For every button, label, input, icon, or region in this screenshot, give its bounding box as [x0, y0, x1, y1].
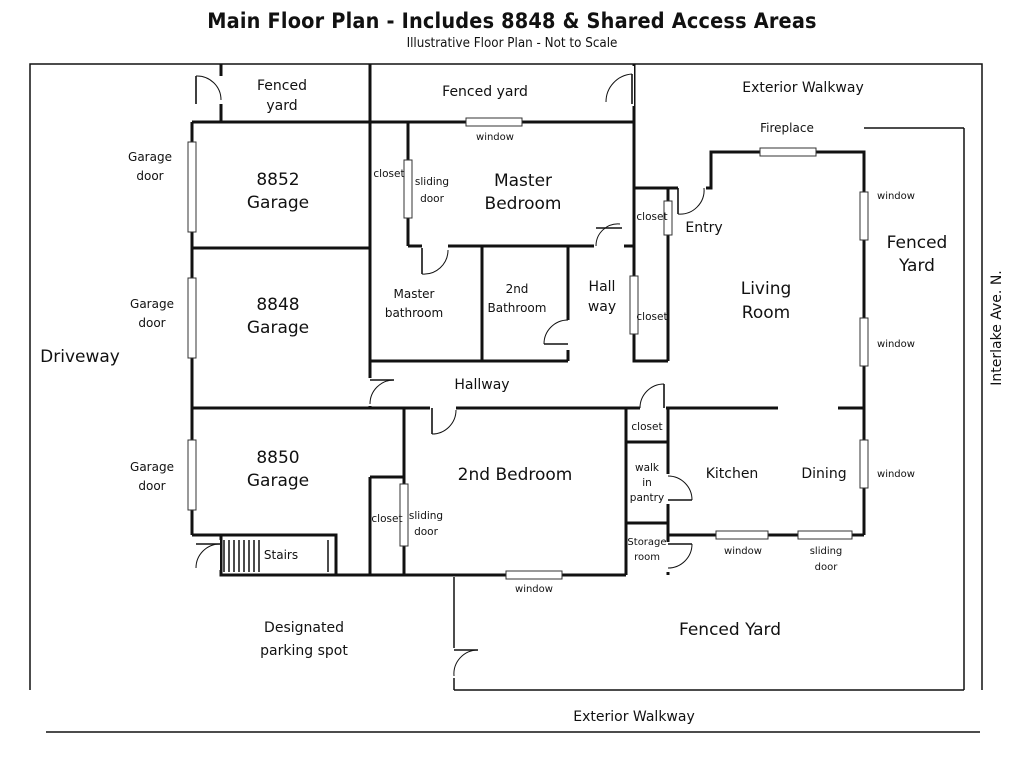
closet-entry-label: closet: [636, 211, 667, 223]
kitchen-label: Kitchen: [706, 466, 759, 482]
closet-hall-label: closet: [636, 311, 667, 323]
kitchen-window: [715, 530, 769, 540]
closet-master-label: closet: [373, 168, 404, 180]
right-window-2: [859, 317, 869, 367]
stairs-label: Stairs: [264, 548, 298, 562]
street-label: Interlake Ave. N.: [989, 270, 1005, 385]
doors: [194, 66, 706, 678]
bedroom-sliding-door: [399, 483, 409, 547]
window-right-2-label: window: [877, 339, 915, 350]
stairs-treads: [223, 540, 329, 572]
right-window-1: [859, 191, 869, 241]
driveway-label: Driveway: [40, 347, 120, 367]
bedroom-window: [505, 570, 563, 580]
hallway-label: Hallway: [454, 377, 509, 393]
fenced-yard-bottom-label: Fenced Yard: [679, 620, 781, 640]
master-window: [465, 117, 523, 127]
exterior-walkway-top-label: Exterior Walkway: [742, 80, 864, 96]
garage-door-8848-opening: [187, 277, 197, 359]
plan-subtitle: Illustrative Floor Plan - Not to Scale: [406, 36, 618, 51]
fenced-yard-top-label: Fenced yard: [442, 84, 528, 100]
title-block: Main Floor Plan - Includes 8848 & Shared…: [0, 6, 1024, 52]
master-window-label: window: [476, 132, 514, 143]
windows: [187, 117, 869, 580]
right-window-3: [859, 439, 869, 489]
entry-closet-sliding: [663, 200, 673, 236]
window-right-1-label: window: [877, 191, 915, 202]
hall-closet-sliding: [629, 275, 639, 335]
entry-label: Entry: [685, 220, 722, 236]
master-sliding-door: [403, 159, 413, 219]
window-bedroom-label: window: [515, 584, 553, 595]
window-kitchen-label: window: [724, 546, 762, 557]
garage-door-8852-opening: [187, 141, 197, 233]
plan-title: Main Floor Plan - Includes 8848 & Shared…: [207, 9, 817, 33]
property-lines: [29, 63, 983, 733]
dining-sliding-door: [797, 530, 853, 540]
garage-door-8850-opening: [187, 439, 197, 511]
second-bedroom-label: 2nd Bedroom: [458, 465, 573, 485]
closet-bedroom-label: closet: [371, 513, 402, 525]
dining-label: Dining: [801, 466, 846, 482]
fireplace-label: Fireplace: [760, 121, 814, 135]
closet-kitchen-label: closet: [631, 421, 662, 433]
exterior-walkway-bottom-label: Exterior Walkway: [573, 709, 695, 725]
fireplace-mark: [759, 147, 817, 157]
window-right-3-label: window: [877, 469, 915, 480]
